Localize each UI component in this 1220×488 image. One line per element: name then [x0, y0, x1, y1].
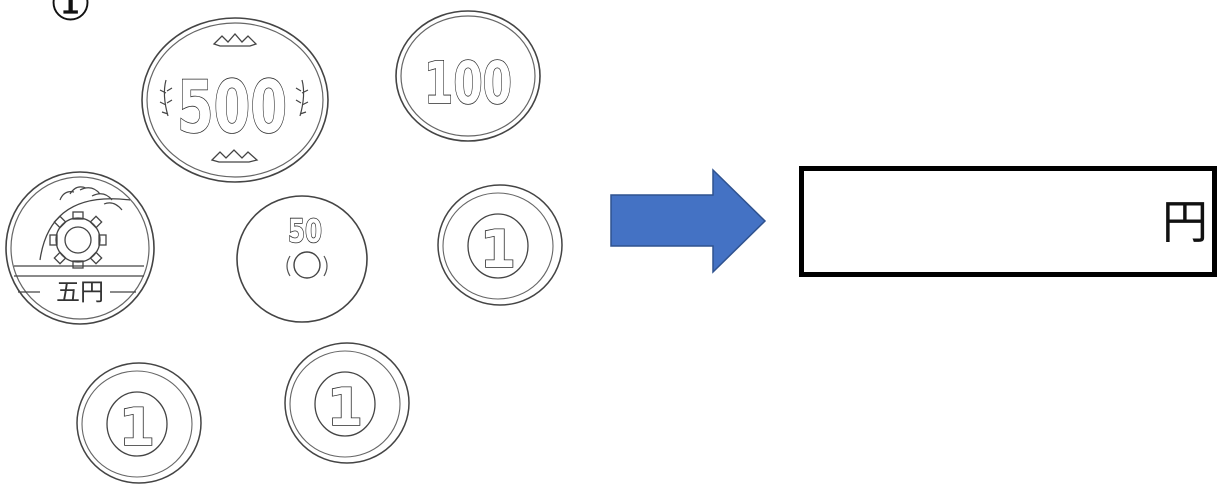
coin-500: 500: [141, 17, 329, 183]
right-arrow-icon: [610, 168, 767, 274]
answer-box[interactable]: 円: [799, 166, 1217, 277]
coin-50: 50: [236, 195, 368, 323]
coin-50-label: 50: [288, 212, 322, 250]
coin-1c: 1: [284, 342, 410, 464]
coin-100: 100: [395, 10, 541, 142]
coin-100-label: 100: [424, 49, 512, 117]
coin-500-label: 500: [177, 65, 287, 149]
coin-1c-label: 1: [327, 378, 363, 438]
coin-1b: 1: [76, 362, 202, 484]
problem-number: ①: [49, 0, 93, 32]
coin-1b-label: 1: [119, 398, 155, 458]
yen-unit-label: 円: [1162, 194, 1208, 249]
coin-1a: 1: [437, 184, 563, 306]
coin-5: 五円: [5, 171, 155, 325]
coin-1a-label: 1: [480, 220, 516, 280]
coin-5-label: 五円: [56, 278, 104, 306]
